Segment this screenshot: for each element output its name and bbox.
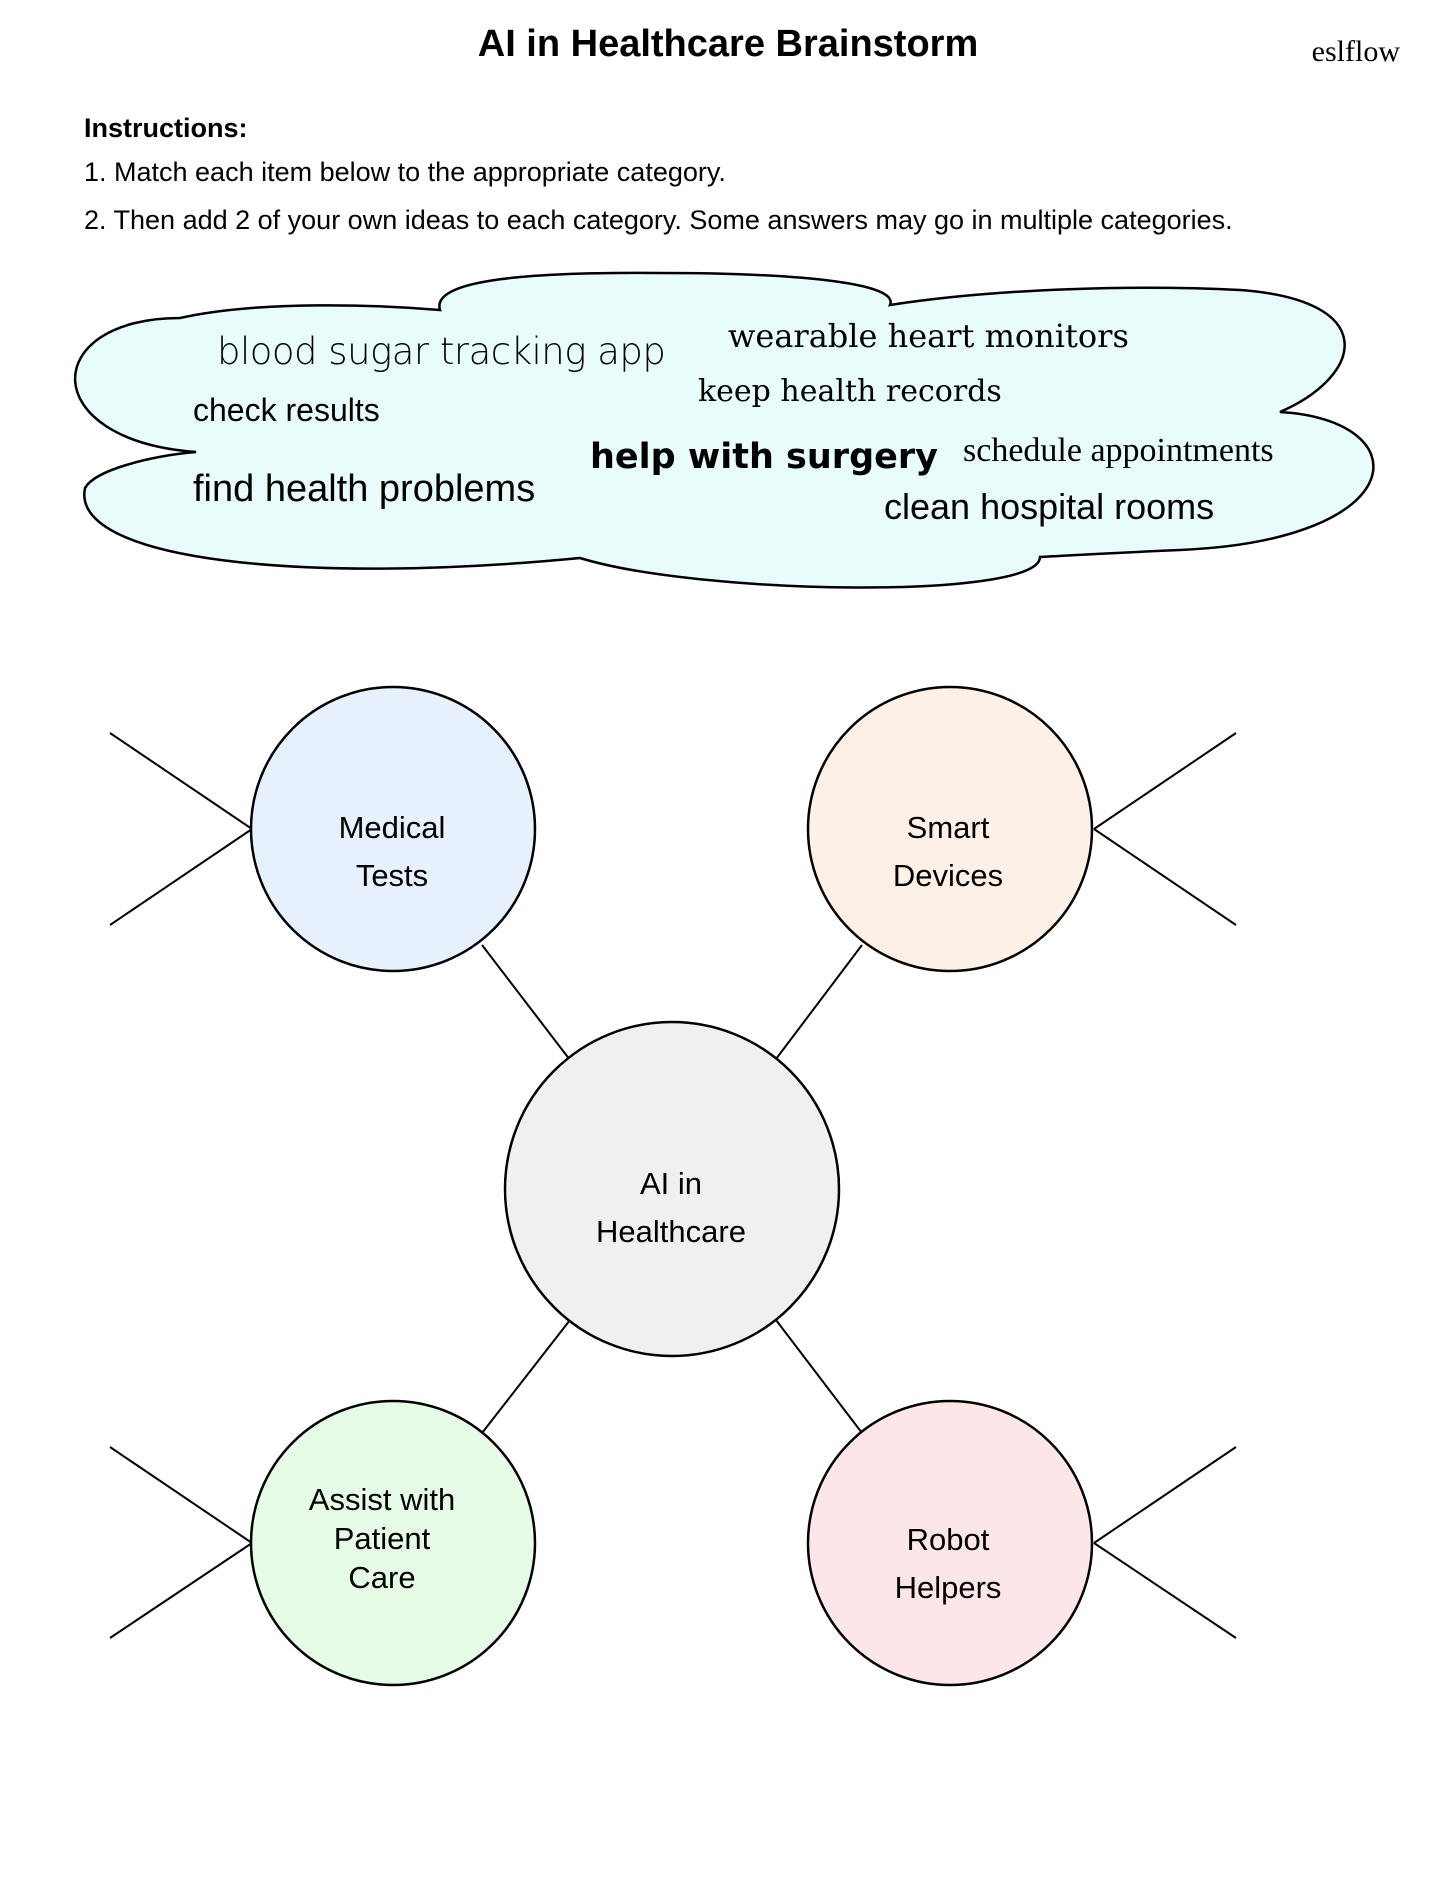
center-topic-label: AI in Healthcare bbox=[551, 1160, 791, 1256]
answer-line-smart-1 bbox=[1093, 732, 1237, 830]
center-topic bbox=[503, 1020, 841, 1358]
answer-line-robot-1 bbox=[1093, 1446, 1237, 1544]
connector-medical-tests bbox=[481, 944, 571, 1061]
answer-line-medical-1 bbox=[109, 732, 253, 830]
node-label-line: AI in bbox=[639, 1166, 703, 1201]
instruction-step-1: 1. Match each item below to the appropri… bbox=[84, 157, 726, 187]
word-bank-item[interactable]: find health problems bbox=[193, 468, 536, 510]
medical-tests-label: Medical Tests bbox=[272, 804, 512, 900]
node-label-line: Tests bbox=[355, 858, 429, 893]
instructions-heading: Instructions: bbox=[84, 113, 248, 143]
word-bank-item[interactable]: clean hospital rooms bbox=[884, 486, 1215, 527]
word-bank-item[interactable]: blood sugar tracking app bbox=[217, 330, 666, 373]
answer-line-robot-2 bbox=[1093, 1542, 1237, 1639]
node-label-line: Patient bbox=[333, 1521, 431, 1556]
brand-logo: eslflow bbox=[1311, 35, 1400, 68]
node-label-line: Medical bbox=[338, 810, 446, 845]
instruction-step-2: 2. Then add 2 of your own ideas to each … bbox=[84, 205, 1233, 235]
answer-line-medical-2 bbox=[109, 828, 253, 926]
connector-smart-devices bbox=[775, 944, 863, 1060]
category-robot-helpers bbox=[806, 1399, 1094, 1687]
node-label-line: Robot bbox=[906, 1522, 990, 1557]
answer-line-smart-2 bbox=[1093, 828, 1237, 926]
word-bank-item[interactable]: check results bbox=[193, 392, 380, 428]
connector-robot-helpers bbox=[775, 1319, 863, 1434]
page-title: AI in Healthcare Brainstorm bbox=[477, 23, 979, 65]
smart-devices-label: Smart Devices bbox=[828, 804, 1068, 900]
word-bank-item[interactable]: keep health records bbox=[698, 374, 1002, 409]
word-bank-item[interactable]: wearable heart monitors bbox=[728, 317, 1129, 355]
word-bank-item[interactable]: schedule appointments bbox=[963, 432, 1274, 469]
instructions: Instructions: 1. Match each item below t… bbox=[84, 108, 1384, 244]
category-medical-tests bbox=[249, 685, 537, 973]
answer-line-care-2 bbox=[109, 1542, 253, 1639]
node-label-line: Helpers bbox=[894, 1570, 1002, 1605]
node-label-line: Devices bbox=[892, 858, 1004, 893]
connector-patient-care bbox=[481, 1319, 571, 1434]
answer-line-care-1 bbox=[109, 1446, 253, 1544]
node-label-line: Assist with bbox=[308, 1482, 456, 1517]
category-smart-devices bbox=[806, 685, 1094, 973]
robot-helpers-label: Robot Helpers bbox=[828, 1516, 1068, 1612]
node-label-line: Healthcare bbox=[596, 1214, 746, 1249]
category-patient-care bbox=[249, 1399, 537, 1687]
node-label-line: Smart bbox=[906, 810, 990, 845]
word-bank-item[interactable]: help with surgery bbox=[590, 437, 938, 477]
patient-care-label: Assist with Patient Care bbox=[262, 1480, 502, 1597]
word-bank-cloud bbox=[73, 271, 1375, 589]
node-label-line: Care bbox=[348, 1560, 416, 1595]
